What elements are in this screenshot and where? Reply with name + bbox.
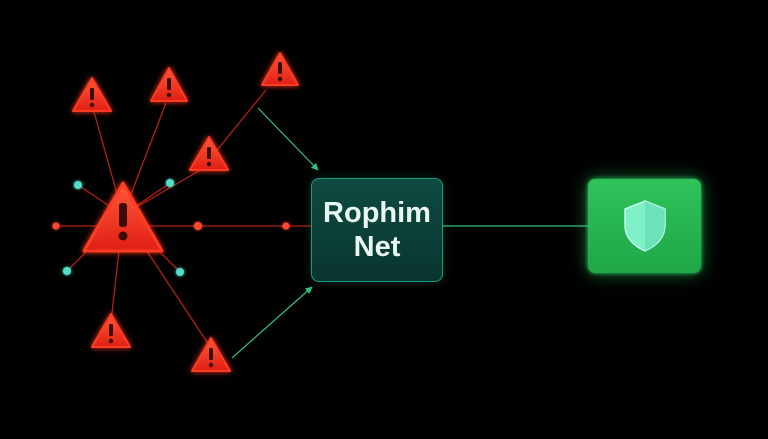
- connector-line: [208, 89, 267, 161]
- node-dot-red: [52, 222, 60, 230]
- node-dot-cyan: [166, 179, 174, 187]
- node-dot-cyan: [176, 268, 184, 276]
- warning-triangle-icon: [191, 337, 231, 372]
- node-dot-cyan: [63, 267, 71, 275]
- center-node-line2: Net: [353, 231, 401, 263]
- warning-triangle-icon: [261, 52, 299, 86]
- flow-arrow-in-bottom: [231, 286, 313, 359]
- warning-triangle-icon: [189, 136, 229, 171]
- node-dot-red: [282, 222, 290, 230]
- center-node-line1: Rophim: [323, 197, 431, 229]
- node-dot-cyan: [74, 181, 82, 189]
- threat-connector-lines: [56, 89, 311, 346]
- center-node: Rophim Net: [311, 178, 443, 282]
- warning-triangle-icon: [72, 77, 112, 112]
- node-dot-red: [194, 222, 202, 230]
- shield-icon: [623, 200, 666, 252]
- flow-arrow-in-top: [257, 107, 319, 171]
- warning-triangle-icon: [82, 181, 164, 253]
- warning-triangle-icon: [91, 313, 131, 348]
- warning-triangle-icon: [150, 67, 188, 102]
- flow-arrows: [231, 107, 588, 359]
- network-nodes: [52, 179, 290, 276]
- protection-node: [588, 179, 701, 273]
- threat-icons: [72, 52, 299, 372]
